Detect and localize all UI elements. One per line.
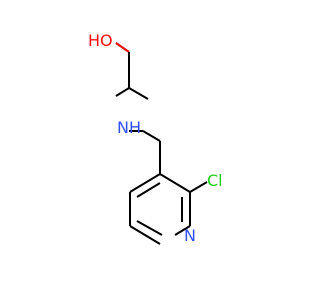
bond-ring-1 (159, 173, 191, 193)
bond-n-c3 (142, 130, 161, 142)
atom-label-cl: Cl (207, 171, 223, 190)
bond-ring-4b (136, 220, 163, 236)
atom-label-n-pyridine: N (184, 226, 196, 245)
bond-ring-4 (129, 225, 161, 245)
atom-label-nh: NH (117, 118, 141, 137)
bond-c2-n (115, 87, 130, 97)
molecule-canvas: HO NH Cl N (88, 31, 223, 245)
atom-label-ho: HO (88, 31, 113, 50)
bond-c-cl (189, 181, 208, 193)
bonds (115, 42, 208, 245)
bond-ring-6 (129, 173, 161, 193)
molecule-structure: HO NH Cl N (88, 31, 223, 245)
bond-c2-n-b (128, 87, 149, 100)
bond-ring-3 (174, 225, 191, 236)
bond-ring-6b (136, 182, 161, 198)
bond-o-c1-red (115, 42, 130, 53)
